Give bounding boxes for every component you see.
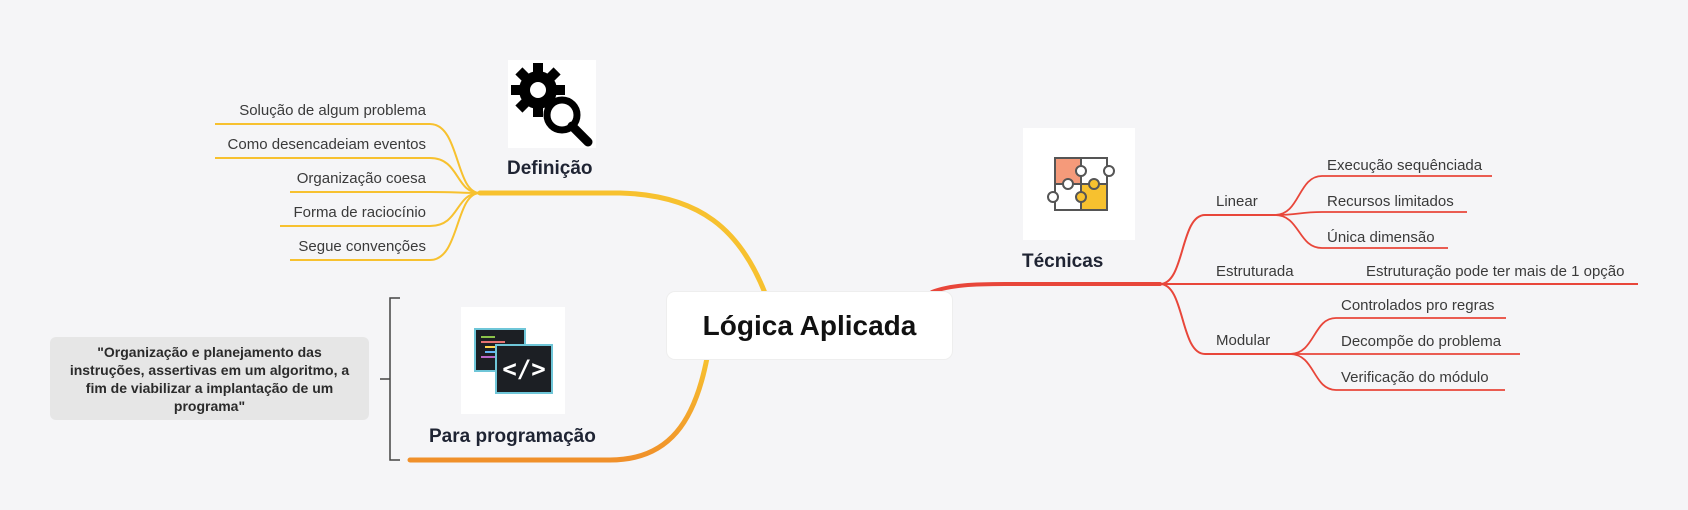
topic-definicao-label: Definição — [507, 158, 593, 179]
linear-leaf-lines — [1274, 175, 1492, 249]
modular-item-1[interactable]: Controlados pro regras — [1341, 297, 1495, 314]
topic-programacao-label: Para programação — [429, 426, 596, 447]
topic-programacao[interactable]: Para programação — [429, 426, 596, 448]
gear-magnifier-icon — [511, 63, 593, 147]
topic-tecnicas[interactable]: Técnicas — [1022, 251, 1103, 273]
definicao-item-5[interactable]: Segue convenções — [298, 238, 426, 255]
modular-item-2[interactable]: Decompõe do problema — [1341, 333, 1502, 350]
tecnicas-image — [1023, 128, 1135, 240]
topic-definicao[interactable]: Definição — [507, 158, 593, 180]
definicao-item-1[interactable]: Solução de algum problema — [239, 102, 426, 119]
programacao-note-text: "Organização e planejamento das instruçõ… — [69, 343, 350, 414]
note-bracket — [380, 297, 400, 461]
branch-programacao — [407, 355, 710, 463]
svg-text:</>: </> — [502, 355, 545, 383]
modular-item-3[interactable]: Verificação do módulo — [1341, 369, 1489, 386]
puzzle-icon — [1047, 157, 1115, 211]
tecnicas-group-lines — [1159, 214, 1638, 355]
branch-definicao — [477, 190, 768, 296]
definicao-item-4[interactable]: Forma de raciocínio — [293, 204, 426, 221]
definicao-item-3[interactable]: Organização coesa — [296, 170, 426, 187]
modular-leaf-lines — [1289, 317, 1520, 391]
linear-item-2[interactable]: Recursos limitados — [1327, 193, 1454, 210]
code-window-icon: </> — [474, 328, 553, 394]
definicao-item-2[interactable]: Como desencadeiam eventos — [227, 136, 426, 153]
linear-item-3[interactable]: Única dimensão — [1327, 229, 1435, 246]
topic-tecnicas-label: Técnicas — [1022, 251, 1104, 272]
estruturada-item-1[interactable]: Estruturação pode ter mais de 1 opção — [1366, 263, 1625, 280]
programacao-image: </> — [461, 307, 565, 414]
tecnicas-group-linear[interactable]: Linear — [1216, 193, 1258, 210]
definicao-image — [508, 60, 596, 148]
programacao-note[interactable]: "Organização e planejamento das instruçõ… — [50, 337, 369, 420]
tecnicas-group-estruturada[interactable]: Estruturada — [1216, 263, 1294, 280]
tecnicas-group-modular[interactable]: Modular — [1216, 332, 1271, 349]
definicao-leaf-lines — [215, 123, 481, 261]
central-topic[interactable]: Lógica Aplicada — [667, 292, 952, 359]
branch-tecnicas — [930, 282, 1162, 294]
linear-item-1[interactable]: Execução sequênciada — [1327, 157, 1483, 174]
central-topic-title: Lógica Aplicada — [702, 309, 917, 341]
